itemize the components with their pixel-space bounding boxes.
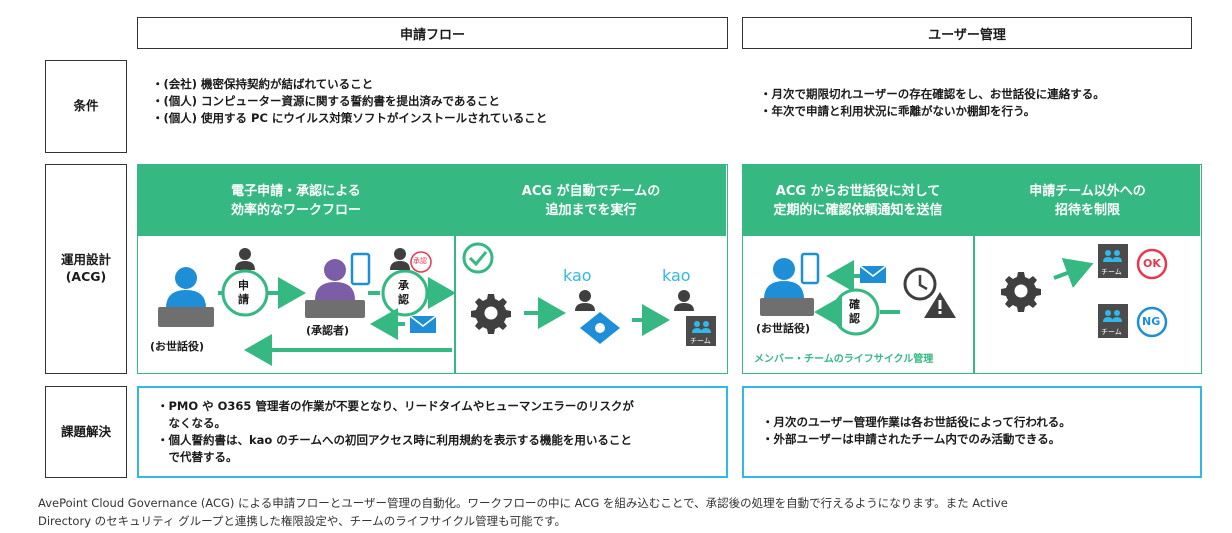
gear-icon	[471, 294, 511, 334]
sewayaku-person-icon	[760, 258, 814, 316]
row-label-issues: 課題解決	[45, 386, 127, 478]
security-group-icon	[580, 312, 620, 344]
design-flow-box: 電子申請・承認による 効率的なワークフロー ACG が自動でチームの 追加までを…	[137, 164, 728, 374]
arrow	[1053, 258, 1094, 289]
check-circle-icon	[462, 242, 494, 274]
label-team: チーム	[690, 337, 711, 345]
conditions-flow: ・(会社) 機密保持契約が結ばれていること ・(個人) コンピューター資源に関す…	[152, 77, 548, 125]
issues-flow: ・PMO や O365 管理者の作業が不要となり、リードタイムやヒューマンエラー…	[137, 386, 728, 478]
gear-icon	[1001, 272, 1041, 312]
divider	[973, 165, 975, 373]
ng-badge	[1136, 306, 1168, 338]
small-person-icon	[674, 290, 694, 311]
small-person-icon	[235, 248, 255, 270]
label-approver: (承認者)	[306, 324, 350, 337]
label-confirm: 確 認	[849, 298, 860, 325]
design-head-notify: ACG からお世話役に対して 定期的に確認依頼通知を送信	[743, 165, 973, 236]
label-team-ng: チーム	[1101, 328, 1122, 336]
ok-badge	[1136, 248, 1168, 280]
mail-icon	[409, 315, 437, 333]
warning-icon	[924, 292, 956, 318]
conditions-user: ・月次で期限切れユーザーの存在確認をし、お世話役に連絡する。 ・年次で申請と利用…	[760, 87, 1105, 118]
small-person-icon	[390, 248, 410, 270]
label-stamp: 承認	[413, 257, 427, 265]
issues-user: ・月次のユーザー管理作業は各お世話役によって行われる。 ・外部ユーザーは申請され…	[742, 386, 1202, 478]
approver-person-icon	[305, 259, 365, 318]
row-label-design: 運用設計 (ACG)	[45, 164, 127, 374]
divider	[454, 165, 456, 373]
label-ok: OK	[1143, 257, 1161, 270]
header-user-management: ユーザー管理	[742, 17, 1192, 49]
kao-logo: kao	[662, 266, 691, 285]
mail-icon	[859, 265, 887, 283]
label-sewayaku-2: (お世話役)	[756, 322, 811, 335]
apply-circle	[221, 269, 269, 317]
design-head-auto-team: ACG が自動でチームの 追加までを実行	[456, 165, 726, 236]
design-head-restrict: 申請チーム以外への 招待を制限	[975, 165, 1200, 236]
row-label-conditions: 条件	[45, 60, 127, 153]
applicant-person-icon	[158, 267, 214, 327]
label-ng: NG	[1142, 315, 1161, 328]
header-flow: 申請フロー	[137, 17, 728, 49]
phone-icon	[350, 252, 371, 286]
phone-icon	[800, 252, 820, 285]
label-sewayaku-1: (お世話役)	[150, 340, 205, 353]
label-apply: 申 請	[238, 279, 249, 306]
stamp-icon	[410, 251, 432, 273]
label-team-ok: チーム	[1101, 268, 1122, 276]
label-lifecycle: メンバー・チームのライフサイクル管理	[754, 354, 934, 365]
design-head-workflow: 電子申請・承認による 効率的なワークフロー	[138, 165, 454, 236]
approve-circle	[381, 269, 429, 317]
figure-caption: AvePoint Cloud Governance (ACG) による申請フロー…	[38, 496, 1008, 528]
kao-logo: kao	[563, 266, 592, 285]
small-person-icon	[575, 290, 595, 311]
label-approve: 承 認	[398, 279, 409, 306]
clock-icon	[903, 267, 937, 301]
